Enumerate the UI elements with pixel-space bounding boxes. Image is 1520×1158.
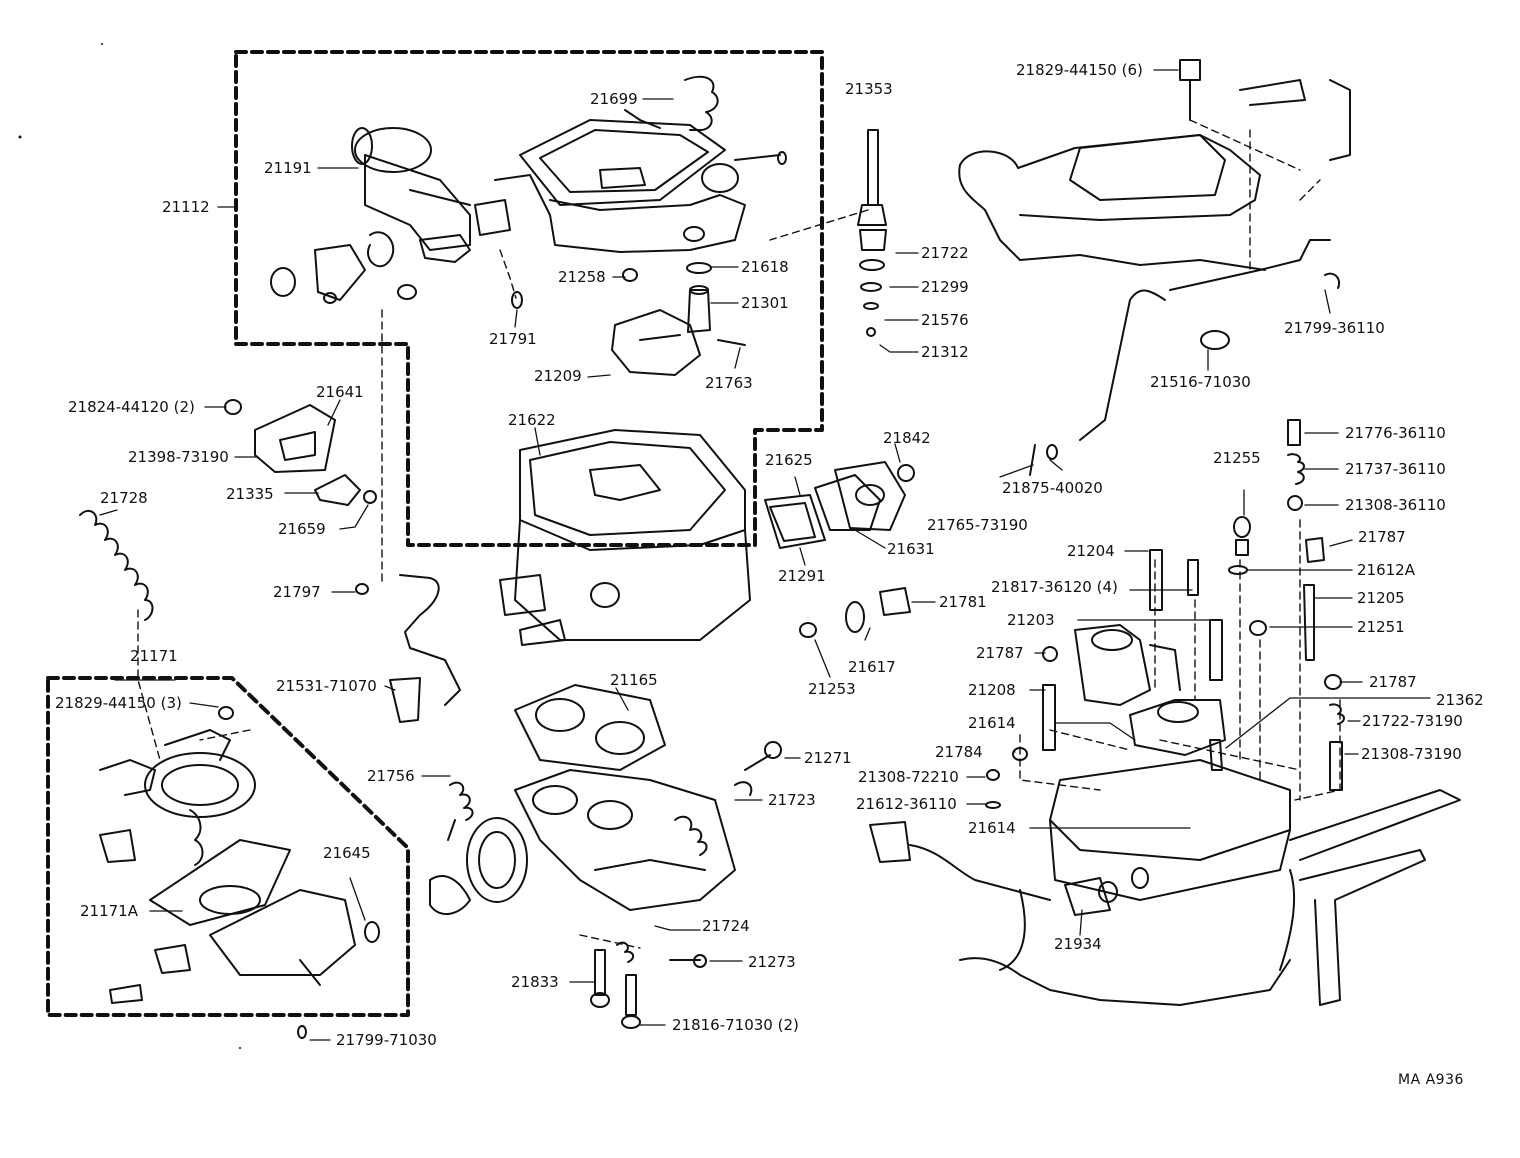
part-label-21273: 21273 bbox=[748, 953, 796, 971]
part-label-21797: 21797 bbox=[273, 583, 321, 601]
part-label-21204: 21204 bbox=[1067, 542, 1115, 560]
spring-21728 bbox=[79, 509, 154, 621]
part-label-21171A: 21171A bbox=[80, 902, 138, 920]
part-label-21787-c: 21787 bbox=[1369, 673, 1417, 691]
dashpot-assembly bbox=[99, 706, 380, 1039]
fuel-pipe bbox=[355, 574, 461, 723]
part-label-21171: 21171 bbox=[130, 647, 178, 665]
power-piston-stack bbox=[857, 129, 887, 337]
leader-lines bbox=[99, 69, 1431, 1041]
part-label-21622: 21622 bbox=[508, 411, 556, 429]
part-label-21191: 21191 bbox=[264, 159, 312, 177]
stray-marks bbox=[18, 43, 241, 1049]
float-and-needle bbox=[511, 262, 746, 376]
diaphragm-assembly bbox=[270, 127, 471, 304]
part-label-21787-a: 21787 bbox=[1358, 528, 1406, 546]
part-label-21299: 21299 bbox=[921, 278, 969, 296]
part-label-21724: 21724 bbox=[702, 917, 750, 935]
side-gaskets bbox=[764, 461, 915, 549]
kit-boundary-lower bbox=[46, 676, 410, 1017]
part-label-21205: 21205 bbox=[1357, 589, 1405, 607]
part-label-21251: 21251 bbox=[1357, 618, 1405, 636]
part-label-21817-36120-4: 21817-36120 (4) bbox=[991, 578, 1118, 596]
part-label-21784: 21784 bbox=[935, 743, 983, 761]
part-label-21612A: 21612A bbox=[1357, 561, 1415, 579]
part-label-21617: 21617 bbox=[848, 658, 896, 676]
part-label-21308-73190: 21308-73190 bbox=[1361, 745, 1462, 763]
part-label-21612-36110: 21612-36110 bbox=[856, 795, 957, 813]
part-label-21631: 21631 bbox=[887, 540, 935, 558]
part-label-21641: 21641 bbox=[316, 383, 364, 401]
part-label-21291: 21291 bbox=[778, 567, 826, 585]
part-label-21308-72210: 21308-72210 bbox=[858, 768, 959, 786]
upper-right-assembly bbox=[958, 59, 1351, 476]
part-label-21614-b: 21614 bbox=[968, 819, 1016, 837]
part-label-21531-71070: 21531-71070 bbox=[276, 677, 377, 695]
part-label-21614-a: 21614 bbox=[968, 714, 1016, 732]
part-label-21799-36110: 21799-36110 bbox=[1284, 319, 1385, 337]
part-label-21308-36110: 21308-36110 bbox=[1345, 496, 1446, 514]
throttle-body bbox=[429, 741, 782, 915]
part-label-21112: 21112 bbox=[162, 198, 210, 216]
part-label-21625: 21625 bbox=[765, 451, 813, 469]
part-label-21258: 21258 bbox=[558, 268, 606, 286]
bottom-screws bbox=[447, 781, 707, 1029]
part-label-21576: 21576 bbox=[921, 311, 969, 329]
part-label-21312: 21312 bbox=[921, 343, 969, 361]
part-label-21824-44120-2: 21824-44120 (2) bbox=[68, 398, 195, 416]
part-label-21737-36110: 21737-36110 bbox=[1345, 460, 1446, 478]
part-label-21362: 21362 bbox=[1436, 691, 1484, 709]
fittings-middle bbox=[799, 587, 911, 638]
part-label-21209: 21209 bbox=[534, 367, 582, 385]
part-label-21842: 21842 bbox=[883, 429, 931, 447]
part-label-21516-71030: 21516-71030 bbox=[1150, 373, 1251, 391]
part-label-21787-b: 21787 bbox=[976, 644, 1024, 662]
flange-gasket bbox=[514, 684, 666, 771]
main-body-center bbox=[499, 429, 751, 646]
part-label-21398-73190: 21398-73190 bbox=[128, 448, 229, 466]
part-label-21335: 21335 bbox=[226, 485, 274, 503]
part-label-21255: 21255 bbox=[1213, 449, 1261, 467]
part-label-21791: 21791 bbox=[489, 330, 537, 348]
part-label-21723: 21723 bbox=[768, 791, 816, 809]
part-label-21816-71030-2: 21816-71030 (2) bbox=[672, 1016, 799, 1034]
part-label-21799-71030: 21799-71030 bbox=[336, 1031, 437, 1049]
part-label-21756: 21756 bbox=[367, 767, 415, 785]
part-label-21208: 21208 bbox=[968, 681, 1016, 699]
part-label-21253: 21253 bbox=[808, 680, 856, 698]
diagram-code: MA A936 bbox=[1398, 1072, 1464, 1088]
part-label-21781: 21781 bbox=[939, 593, 987, 611]
part-label-21165: 21165 bbox=[610, 671, 658, 689]
part-label-21763: 21763 bbox=[705, 374, 753, 392]
part-label-21829-44150-6: 21829-44150 (6) bbox=[1016, 61, 1143, 79]
kit-boundary-upper bbox=[234, 50, 824, 547]
part-label-21934: 21934 bbox=[1054, 935, 1102, 953]
part-label-21618: 21618 bbox=[741, 258, 789, 276]
part-label-21875-40020: 21875-40020 bbox=[1002, 479, 1103, 497]
part-label-21776-36110: 21776-36110 bbox=[1345, 424, 1446, 442]
part-label-21829-44150-3: 21829-44150 (3) bbox=[55, 694, 182, 712]
part-label-21271: 21271 bbox=[804, 749, 852, 767]
lower-right-body bbox=[869, 624, 1461, 1006]
part-label-21728: 21728 bbox=[100, 489, 148, 507]
part-label-21203: 21203 bbox=[1007, 611, 1055, 629]
part-label-21722-73190: 21722-73190 bbox=[1362, 712, 1463, 730]
part-label-21833: 21833 bbox=[511, 973, 559, 991]
part-label-21659: 21659 bbox=[278, 520, 326, 538]
part-label-21699: 21699 bbox=[590, 90, 638, 108]
part-label-21765-73190: 21765-73190 bbox=[927, 516, 1028, 534]
part-label-21353: 21353 bbox=[845, 80, 893, 98]
part-label-21645: 21645 bbox=[323, 844, 371, 862]
air-horn-top bbox=[474, 75, 787, 253]
part-label-21301: 21301 bbox=[741, 294, 789, 312]
part-label-21722: 21722 bbox=[921, 244, 969, 262]
alignment-lines bbox=[137, 119, 1341, 949]
